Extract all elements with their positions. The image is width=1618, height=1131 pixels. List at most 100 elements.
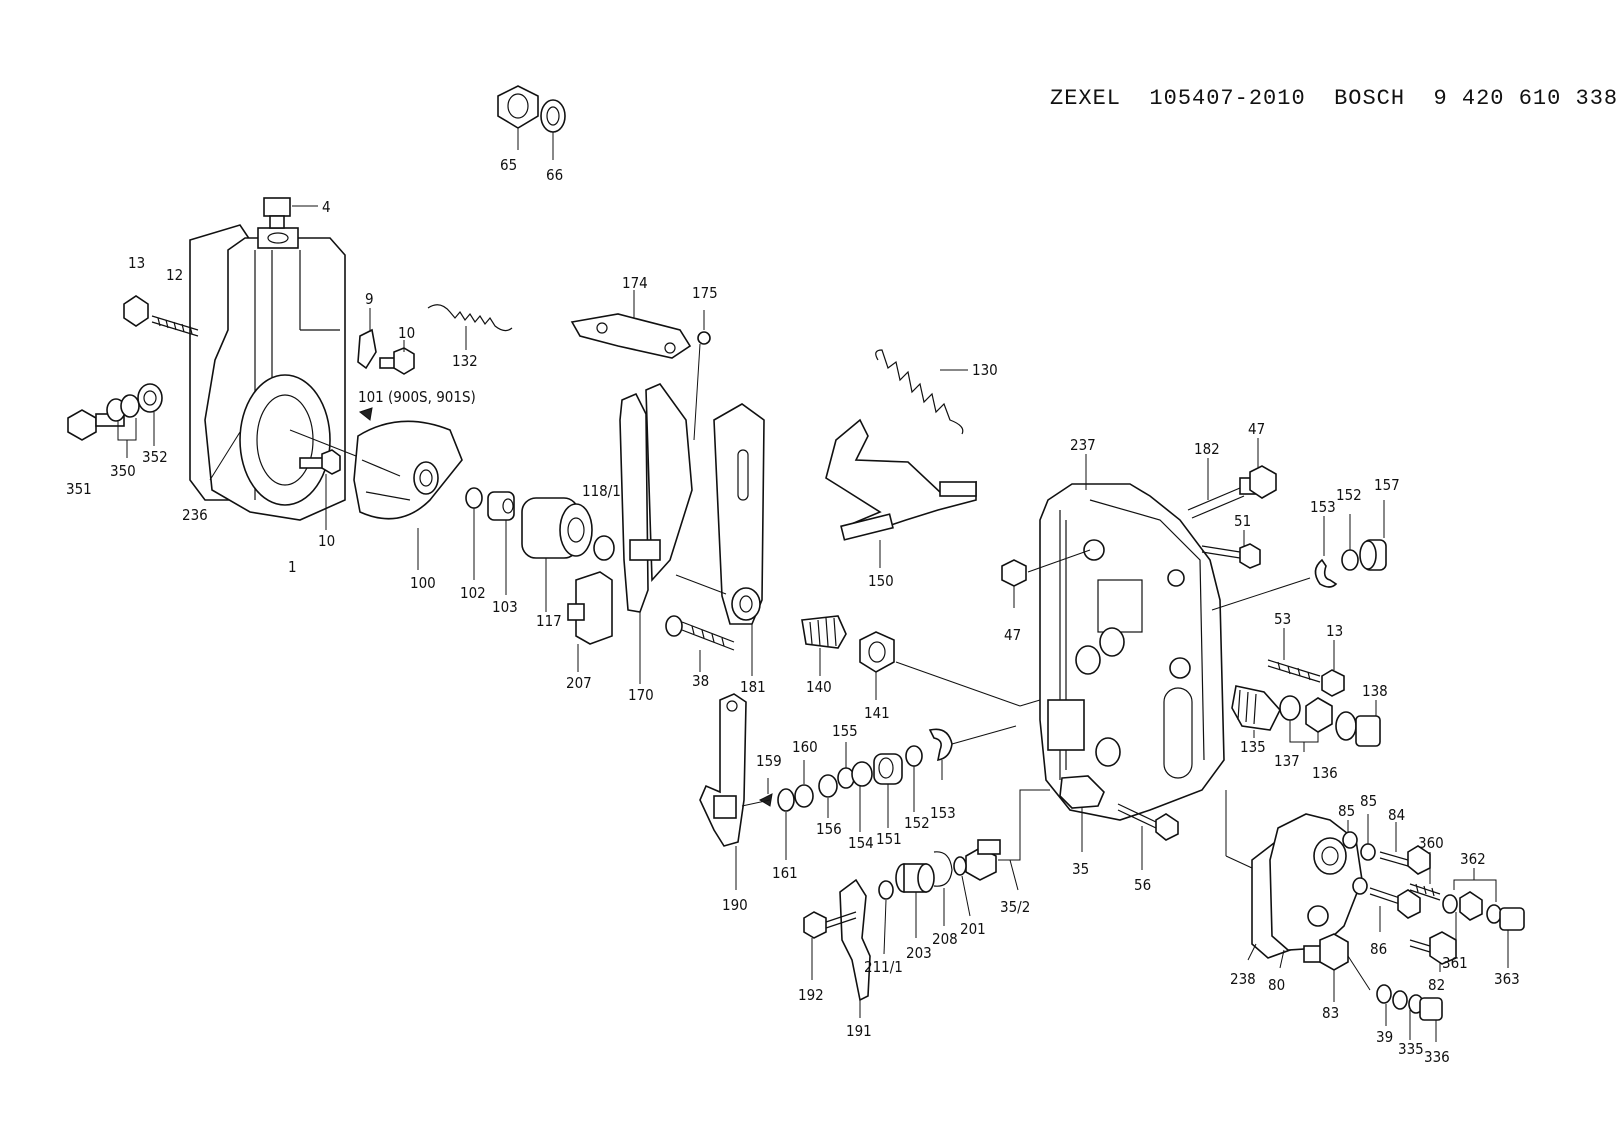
- part-192-screw[interactable]: [803, 911, 857, 939]
- part-174-plate[interactable]: [570, 313, 692, 359]
- part-138-cap[interactable]: [1335, 711, 1381, 747]
- part-151-sleeve[interactable]: [873, 753, 903, 785]
- part-153-circlip-upper[interactable]: [1314, 558, 1338, 588]
- part-100-flyweight[interactable]: [353, 420, 463, 520]
- part-12-screw[interactable]: [151, 315, 199, 337]
- part-336-plug[interactable]: [1408, 994, 1443, 1021]
- part-82-plug[interactable]: [1409, 931, 1457, 965]
- part-86-bolt[interactable]: [1352, 877, 1421, 919]
- callout-362: 362: [1460, 850, 1486, 868]
- part-83-fitting[interactable]: [1303, 933, 1349, 971]
- callout-85-b: 85: [1360, 792, 1377, 810]
- part-161-washer[interactable]: [777, 788, 795, 812]
- callout-130: 130: [972, 361, 998, 379]
- part-360-screw[interactable]: [1409, 883, 1441, 901]
- part-237-cover-housing[interactable]: [1039, 483, 1225, 821]
- part-160-washer[interactable]: [794, 784, 814, 808]
- callout-150: 150: [868, 572, 894, 590]
- part-47-plug-upper[interactable]: [1239, 465, 1277, 499]
- part-53-screw[interactable]: [1267, 659, 1321, 683]
- part-335-washer[interactable]: [1392, 990, 1408, 1010]
- part-13-nut[interactable]: [123, 295, 149, 327]
- callout-13-right: 13: [1326, 622, 1343, 640]
- callout-238: 238: [1230, 970, 1256, 988]
- callout-83: 83: [1322, 1004, 1339, 1022]
- part-175-clip[interactable]: [697, 331, 711, 345]
- callout-39: 39: [1376, 1028, 1393, 1046]
- callout-66: 66: [546, 166, 563, 184]
- part-362-banjo[interactable]: [1486, 904, 1525, 931]
- callout-152-upper: 152: [1336, 486, 1362, 504]
- part-157-bush[interactable]: [1359, 539, 1387, 571]
- callout-153-lower: 153: [930, 804, 956, 822]
- callout-201: 201: [960, 920, 986, 938]
- part-182-pin[interactable]: [1187, 487, 1245, 519]
- part-51-screw[interactable]: [1201, 543, 1261, 569]
- part-190-lever[interactable]: [699, 693, 747, 847]
- callout-51: 51: [1234, 512, 1251, 530]
- part-208-spring[interactable]: [933, 851, 953, 887]
- part-137-washer[interactable]: [1279, 695, 1301, 721]
- part-136-nut[interactable]: [1305, 697, 1333, 733]
- callout-13-left: 13: [128, 254, 145, 272]
- diagram-header: ZEXEL 105407-2010 BOSCH 9 420 610 338: [1050, 86, 1618, 111]
- part-152-oring-lower[interactable]: [905, 745, 923, 767]
- part-152-oring-upper[interactable]: [1341, 549, 1359, 571]
- part-47-plug-left[interactable]: [1001, 559, 1027, 587]
- part-132-spring[interactable]: [427, 304, 513, 332]
- part-13-nut-right[interactable]: [1321, 669, 1345, 697]
- part-141-nut[interactable]: [859, 631, 895, 673]
- part-10-bolt-lower[interactable]: [299, 449, 341, 475]
- part-4-plug[interactable]: [263, 197, 291, 229]
- callout-82: 82: [1428, 976, 1445, 994]
- part-35-bracket[interactable]: [1059, 775, 1105, 809]
- part-56-screw[interactable]: [1117, 803, 1179, 841]
- part-211-1-washer[interactable]: [878, 880, 894, 900]
- part-85-washer-b[interactable]: [1360, 843, 1376, 861]
- callout-154: 154: [848, 834, 874, 852]
- part-153-circlip-lower[interactable]: [928, 728, 953, 761]
- part-118-1-washer[interactable]: [593, 535, 615, 561]
- part-130-spring[interactable]: [875, 349, 964, 435]
- part-9-bracket[interactable]: [357, 328, 377, 370]
- part-101-key[interactable]: [358, 407, 373, 421]
- part-39-washer[interactable]: [1376, 984, 1392, 1004]
- part-352-nut[interactable]: [137, 383, 163, 413]
- part-135-adjuster[interactable]: [1231, 685, 1281, 731]
- part-66-washer[interactable]: [540, 99, 566, 133]
- part-361-nut[interactable]: [1442, 891, 1483, 921]
- part-10-bolt-upper[interactable]: [379, 347, 415, 375]
- callout-211-1: 211/1: [864, 958, 903, 976]
- part-80-cover[interactable]: [1269, 813, 1363, 951]
- part-117-sleeve[interactable]: [521, 497, 593, 559]
- part-181-arm[interactable]: [713, 403, 765, 625]
- callout-236: 236: [182, 506, 208, 524]
- maker-bosch: BOSCH: [1334, 86, 1406, 111]
- callout-159: 159: [756, 752, 782, 770]
- callout-237: 237: [1070, 436, 1096, 454]
- part-1-governor-housing[interactable]: [204, 227, 346, 521]
- part-140-adjuster[interactable]: [801, 615, 847, 649]
- callout-350: 350: [110, 462, 136, 480]
- part-35-2-fitting[interactable]: [965, 839, 1001, 881]
- part-159-key[interactable]: [758, 793, 773, 807]
- part-103-collar[interactable]: [487, 491, 515, 521]
- callout-4: 4: [322, 198, 331, 216]
- part-102-washer[interactable]: [465, 487, 483, 509]
- part-350-washers[interactable]: [106, 394, 140, 422]
- part-170-lever[interactable]: [619, 383, 693, 613]
- part-203-sleeve[interactable]: [895, 863, 935, 893]
- part-150-lever-shaft[interactable]: [825, 418, 977, 541]
- callout-136: 136: [1312, 764, 1338, 782]
- part-65-cap-nut[interactable]: [497, 85, 539, 129]
- part-207-block[interactable]: [567, 571, 613, 645]
- part-201-oring[interactable]: [953, 856, 967, 876]
- part-191-bracket[interactable]: [839, 878, 871, 1002]
- part-156-washer[interactable]: [818, 774, 838, 798]
- part-84-bolt[interactable]: [1379, 845, 1431, 875]
- callout-336: 336: [1424, 1048, 1450, 1066]
- part-154-ring[interactable]: [851, 761, 873, 787]
- part-38-screw[interactable]: [665, 615, 735, 651]
- callout-351: 351: [66, 480, 92, 498]
- part-85-washer-a[interactable]: [1342, 831, 1358, 849]
